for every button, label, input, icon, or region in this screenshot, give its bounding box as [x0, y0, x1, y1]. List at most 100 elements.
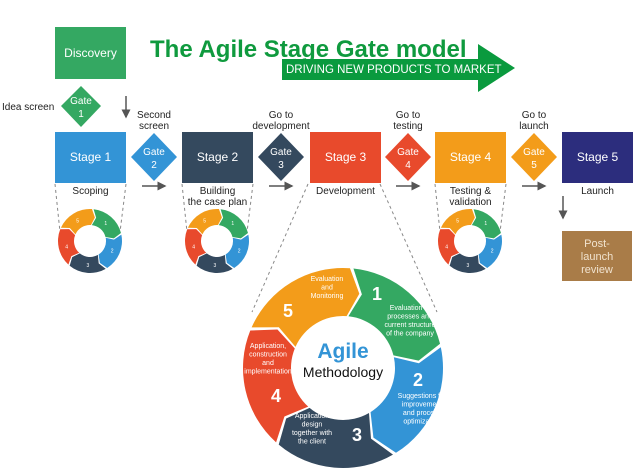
banner-text: DRIVING NEW PRODUCTS TO MARKET	[286, 64, 502, 76]
post-launch-label: review	[581, 264, 613, 276]
step-text: and process	[403, 410, 442, 417]
step-text: of the company	[386, 331, 434, 338]
step-number: 5	[283, 301, 293, 321]
stage-1: Stage 1 Scoping	[55, 132, 126, 197]
mini-agile-cycle: 1 2 3 4 5	[54, 183, 127, 273]
step-text: Evaluation of	[390, 305, 431, 312]
cycle-segment-2	[478, 234, 502, 268]
cycle-number: 3	[214, 263, 217, 269]
page-title: The Agile Stage Gate model	[150, 36, 467, 63]
gate-number: 4	[405, 160, 411, 171]
cycle-segment-4	[437, 229, 460, 265]
step-text: implementation	[244, 369, 292, 376]
stage-label: Stage 4	[450, 150, 492, 164]
gate-number: 2	[151, 160, 157, 171]
gate-1-caption: Idea screen	[2, 102, 54, 113]
stage-caption: validation	[449, 197, 491, 208]
cycle-number: 2	[491, 248, 494, 254]
gate-number: 5	[531, 160, 537, 171]
post-launch-box: Post- launch review	[562, 231, 632, 281]
step-text: processes and	[387, 314, 433, 321]
stage-label: Stage 1	[70, 150, 112, 164]
cycle-number: 1	[104, 221, 107, 227]
cycle-number: 5	[456, 218, 459, 224]
gate-label: Gate	[143, 147, 165, 158]
cycle-number: 1	[231, 221, 234, 227]
cycle-number: 4	[192, 244, 195, 250]
gate-caption: launch	[519, 121, 548, 132]
cycle-number: 2	[238, 248, 241, 254]
cycle-segment-4	[185, 229, 207, 265]
cycle-segment-3	[196, 253, 233, 273]
cycle-segment-2	[98, 234, 122, 268]
cycle-number: 2	[111, 248, 114, 254]
cycle-segment-1	[348, 268, 441, 361]
step-text: and	[262, 360, 274, 367]
cycle-segment-4	[58, 229, 80, 265]
step-text: Monitoring	[311, 293, 344, 300]
stage-4: Stage 4 Testing &validation	[435, 132, 506, 208]
gate-caption: screen	[139, 121, 169, 132]
gate-caption: testing	[393, 121, 422, 132]
step-number: 1	[372, 284, 382, 304]
post-launch-label: Post-	[584, 238, 610, 250]
cycle-segment-4	[243, 329, 309, 443]
cycle-segment-1	[91, 209, 121, 239]
step-text: Evaluation	[311, 276, 344, 283]
cycle-segment-3	[69, 253, 106, 273]
step-number: 4	[271, 386, 281, 406]
stage-label: Stage 5	[577, 150, 619, 164]
cycle-segment-1	[218, 209, 248, 239]
post-launch-label: launch	[581, 251, 613, 263]
cycle-number: 4	[65, 244, 68, 250]
gate-1: Gate 1	[61, 86, 101, 127]
stage-caption: Building	[200, 186, 236, 197]
stage-caption: Launch	[581, 186, 614, 197]
cycle-segment-2	[370, 347, 443, 453]
gate-number: 1	[78, 109, 84, 120]
gate-caption: Go to	[396, 110, 421, 121]
cycle-number: 3	[87, 263, 90, 269]
step-text: together with	[292, 430, 332, 437]
step-text: optimization	[403, 419, 440, 426]
banner-arrow: DRIVING NEW PRODUCTS TO MARKET	[282, 44, 515, 92]
step-text: and	[321, 285, 333, 292]
gate-label: Gate	[523, 147, 545, 158]
cycle-segment-5	[440, 209, 475, 235]
gate-number: 3	[278, 160, 284, 171]
gate-label: Gate	[270, 147, 292, 158]
step-text: Suggestions for	[398, 393, 447, 400]
cycle-number: 1	[484, 221, 487, 227]
agile-title: Agile	[317, 340, 368, 363]
cycle-number: 5	[76, 218, 79, 224]
cycle-segment-2	[225, 234, 249, 268]
agile-subtitle: Methodology	[303, 364, 383, 380]
cycle-number: 4	[445, 244, 448, 250]
discovery-box: Discovery	[55, 27, 126, 79]
step-text: current structure	[385, 322, 436, 329]
stage-caption: Testing &	[450, 186, 491, 197]
cycle-segment-3	[278, 407, 393, 468]
stage-5: Stage 5 Launch	[562, 132, 633, 197]
stage-caption: Development	[316, 186, 375, 197]
gate-caption: Second	[137, 110, 171, 121]
step-text: Application	[295, 413, 329, 420]
gate-label: Gate	[70, 96, 92, 107]
stage-caption: the case plan	[188, 197, 248, 208]
gate-label: Gate	[397, 147, 419, 158]
step-text: Application,	[250, 343, 286, 350]
cycle-segment-5	[187, 209, 222, 235]
stage-caption: Scoping	[72, 186, 108, 197]
gate-caption: Go to	[522, 110, 547, 121]
cycle-segment-3	[449, 253, 486, 273]
gate-caption: Go to	[269, 110, 294, 121]
